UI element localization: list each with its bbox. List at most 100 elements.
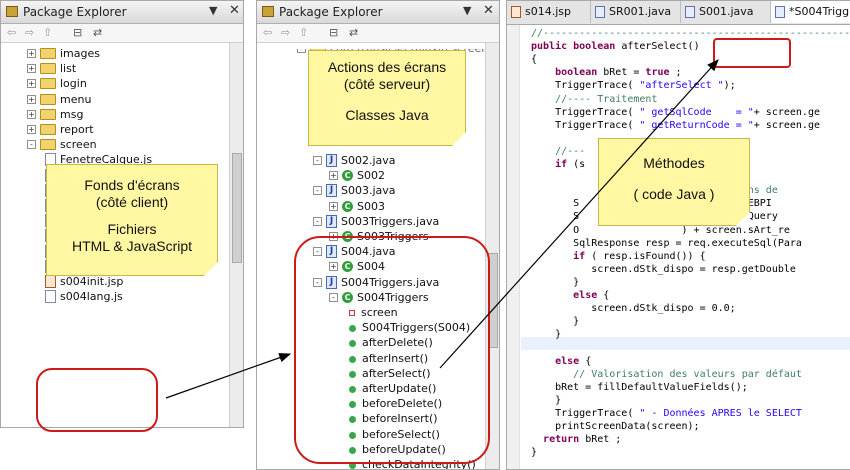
collapse-icon[interactable]: -: [329, 292, 338, 302]
tree-item-label: S002: [357, 169, 385, 183]
tree-row[interactable]: afterSelect(): [349, 366, 431, 382]
up-icon[interactable]: ⇧: [43, 26, 53, 39]
tree-row[interactable]: +images: [27, 46, 100, 62]
code-token: [531, 434, 543, 445]
collapse-icon[interactable]: -: [313, 216, 322, 226]
collapse-all-icon[interactable]: ⊟: [73, 26, 83, 39]
expand-icon[interactable]: +: [27, 94, 36, 104]
expand-icon[interactable]: +: [329, 201, 338, 211]
left-scrollbar[interactable]: [229, 43, 243, 427]
code-line: SqlResponse resp = req.executeSql(Para: [531, 237, 802, 250]
close-icon[interactable]: ✕: [229, 3, 240, 18]
code-token: " - Données APRES le SELECT: [639, 407, 802, 419]
link-editor-icon[interactable]: ⇄: [93, 26, 103, 39]
code-area[interactable]: //--------------------------------------…: [531, 27, 850, 469]
tree-row[interactable]: +menu: [27, 92, 91, 108]
java-file-icon: [595, 6, 605, 18]
expand-icon[interactable]: +: [27, 109, 36, 119]
code-token: //--------------------------------------…: [531, 28, 850, 39]
code-line: boolean bRet = true ;: [531, 66, 681, 79]
code-token: [531, 67, 555, 78]
back-icon[interactable]: ⇦: [263, 26, 273, 39]
code-token: bRet = fillDefaultValueFields();: [531, 381, 748, 393]
tree-item-label: beforeUpdate(): [362, 442, 446, 456]
tab-sr001-java[interactable]: SR001.java: [591, 1, 681, 23]
tree-row[interactable]: afterUpdate(): [349, 381, 436, 397]
view-menu-icon[interactable]: ▼: [463, 4, 472, 17]
expand-icon[interactable]: +: [329, 262, 338, 272]
tree-row[interactable]: afterInsert(): [349, 351, 428, 367]
folder-icon: [40, 78, 56, 90]
collapse-icon[interactable]: -: [313, 156, 322, 165]
code-line: if ( resp.isFound()) {: [531, 250, 705, 263]
tab-s014-jsp[interactable]: s014.jsp: [507, 1, 591, 23]
highlight-s004-html: [36, 368, 158, 432]
tree-row[interactable]: screen: [349, 305, 398, 321]
tree-row[interactable]: beforeInsert(): [349, 411, 438, 427]
link-editor-icon[interactable]: ⇄: [349, 26, 359, 39]
tree-row[interactable]: +msg: [27, 107, 83, 123]
forward-icon[interactable]: ⇨: [281, 26, 291, 39]
tree-row[interactable]: afterDelete(): [349, 335, 433, 351]
collapse-all-icon[interactable]: ⊟: [329, 26, 339, 39]
code-line: //--------------------------------------…: [531, 27, 850, 40]
tree-row[interactable]: +report: [27, 122, 94, 138]
tree-row[interactable]: +list: [27, 61, 76, 77]
tree-row[interactable]: beforeSelect(): [349, 427, 440, 443]
code-line: bRet = fillDefaultValueFields();: [531, 381, 748, 394]
expand-icon[interactable]: +: [27, 125, 36, 134]
tree-row[interactable]: s004init.jsp: [45, 274, 123, 290]
tab-s004triggers-java[interactable]: *S004Trigg: [771, 1, 850, 23]
expand-icon[interactable]: +: [27, 64, 36, 74]
tree-row[interactable]: s004lang.js: [45, 289, 123, 305]
expand-icon[interactable]: +: [27, 49, 36, 58]
tree-row[interactable]: +login: [27, 76, 87, 92]
code-line: }: [531, 394, 561, 407]
tree-item-label: FenetreCalque.js: [60, 153, 153, 167]
code-line: TriggerTrace( " getReturnCode = "+ scree…: [531, 119, 820, 132]
code-line: TriggerTrace( "afterSelect ");: [531, 79, 736, 92]
folder-icon: [40, 93, 56, 105]
tree-row[interactable]: - screen: [27, 137, 97, 153]
java-file-icon: J: [326, 184, 337, 198]
tree-item-label: screen: [361, 306, 398, 319]
middle-panel-title: Package Explorer: [279, 5, 383, 19]
tree-row[interactable]: beforeDelete(): [349, 396, 442, 412]
collapse-icon[interactable]: -: [27, 140, 36, 150]
forward-icon[interactable]: ⇨: [25, 26, 35, 39]
code-token: {: [597, 290, 610, 301]
code-token: //---: [531, 145, 592, 157]
tree-item-label: screen: [60, 138, 97, 152]
collapse-icon[interactable]: -: [313, 277, 322, 287]
code-token: " getSqlCode = ": [639, 106, 754, 118]
code-line: screen.dStk_dispo = 0.0;: [531, 302, 736, 315]
collapse-icon[interactable]: -: [313, 186, 322, 196]
code-token: }: [531, 447, 538, 459]
code-token: afterSelect(): [615, 41, 700, 53]
java-file-icon: J: [326, 154, 337, 167]
back-icon[interactable]: ⇦: [7, 26, 17, 39]
tree-item-label: s004init.jsp: [60, 275, 124, 288]
code-token: return: [543, 434, 580, 446]
code-token: printScreenData(screen);: [531, 421, 700, 432]
tree-row[interactable]: beforeUpdate(): [349, 442, 446, 458]
left-scroll-thumb[interactable]: [232, 153, 242, 263]
code-line: }: [531, 276, 579, 289]
up-icon[interactable]: ⇧: [299, 26, 309, 39]
close-icon[interactable]: ✕: [483, 3, 494, 18]
code-token: TriggerTrace(: [531, 407, 640, 419]
tab-s001-java[interactable]: S001.java: [681, 1, 771, 23]
view-menu-icon[interactable]: ▼: [209, 4, 218, 17]
expand-icon[interactable]: +: [329, 171, 338, 181]
expand-icon[interactable]: +: [27, 79, 36, 89]
tree-item-label: afterUpdate(): [362, 382, 437, 395]
code-line: {: [531, 53, 537, 66]
